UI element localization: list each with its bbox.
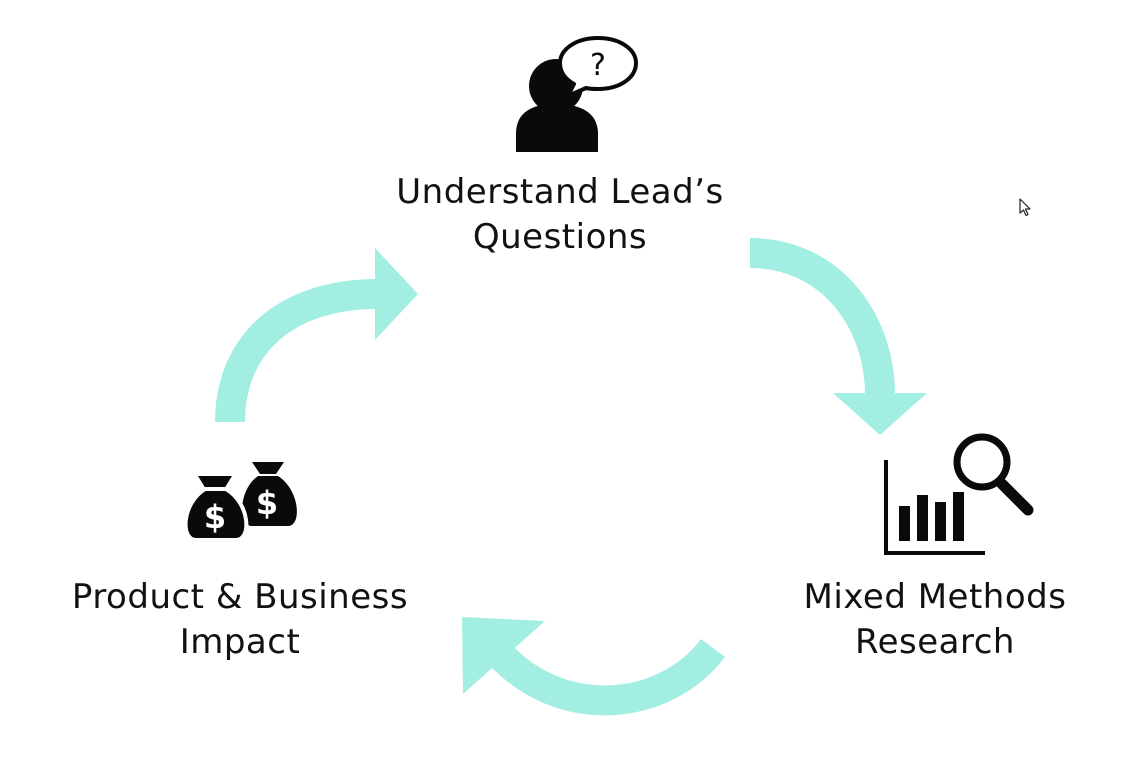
node-label-line: Questions (472, 217, 648, 257)
chart-axes (884, 460, 985, 555)
dollar-glyph: $ (204, 498, 226, 536)
person-question-icon: ? (516, 36, 638, 152)
dollar-glyph: $ (256, 484, 278, 522)
node-label-line: Research (855, 622, 1015, 662)
arrow-left-to-top-head (375, 248, 418, 340)
node-label-line: Impact (179, 622, 301, 662)
arrow-top-to-right-head (833, 393, 927, 435)
arrow-right-to-left-shaft (486, 638, 725, 716)
chart-bar (935, 502, 946, 541)
magnifier-lens (953, 433, 1011, 491)
mouse-cursor-icon (1019, 198, 1031, 217)
node-label-product-impact: Product & Business Impact (40, 575, 440, 665)
node-label-line: Understand Lead’s (396, 172, 724, 212)
chart-bar (917, 495, 928, 541)
arrow-top-to-right (749, 238, 927, 435)
arrow-left-to-top (215, 248, 418, 423)
node-label-line: Product & Business (71, 577, 409, 617)
speech-bubble (558, 36, 638, 98)
money-bag-back: $ (242, 462, 297, 526)
money-bags-icon: $ $ (183, 462, 297, 542)
chart-bar (899, 506, 910, 541)
arrow-left-to-top-shaft (215, 279, 379, 423)
node-label-understand-questions: Understand Lead’s Questions (380, 170, 740, 260)
magnifier-handle (996, 478, 1034, 516)
node-label-mixed-methods: Mixed Methods Research (775, 575, 1095, 665)
bar-chart-magnifier-icon (884, 433, 1034, 555)
node-label-line: Mixed Methods (803, 577, 1067, 617)
bag-tie (252, 462, 284, 474)
bag-tie (198, 476, 232, 489)
bag-body (183, 487, 249, 542)
question-mark-glyph: ? (590, 48, 606, 83)
arrow-right-to-left-head (462, 617, 545, 694)
money-bag-front: $ (183, 476, 249, 542)
bag-body (242, 476, 297, 526)
arrow-right-to-left (462, 617, 725, 716)
chart-bar (953, 492, 964, 541)
person-body (516, 104, 598, 152)
arrow-top-to-right-shaft (749, 238, 895, 396)
